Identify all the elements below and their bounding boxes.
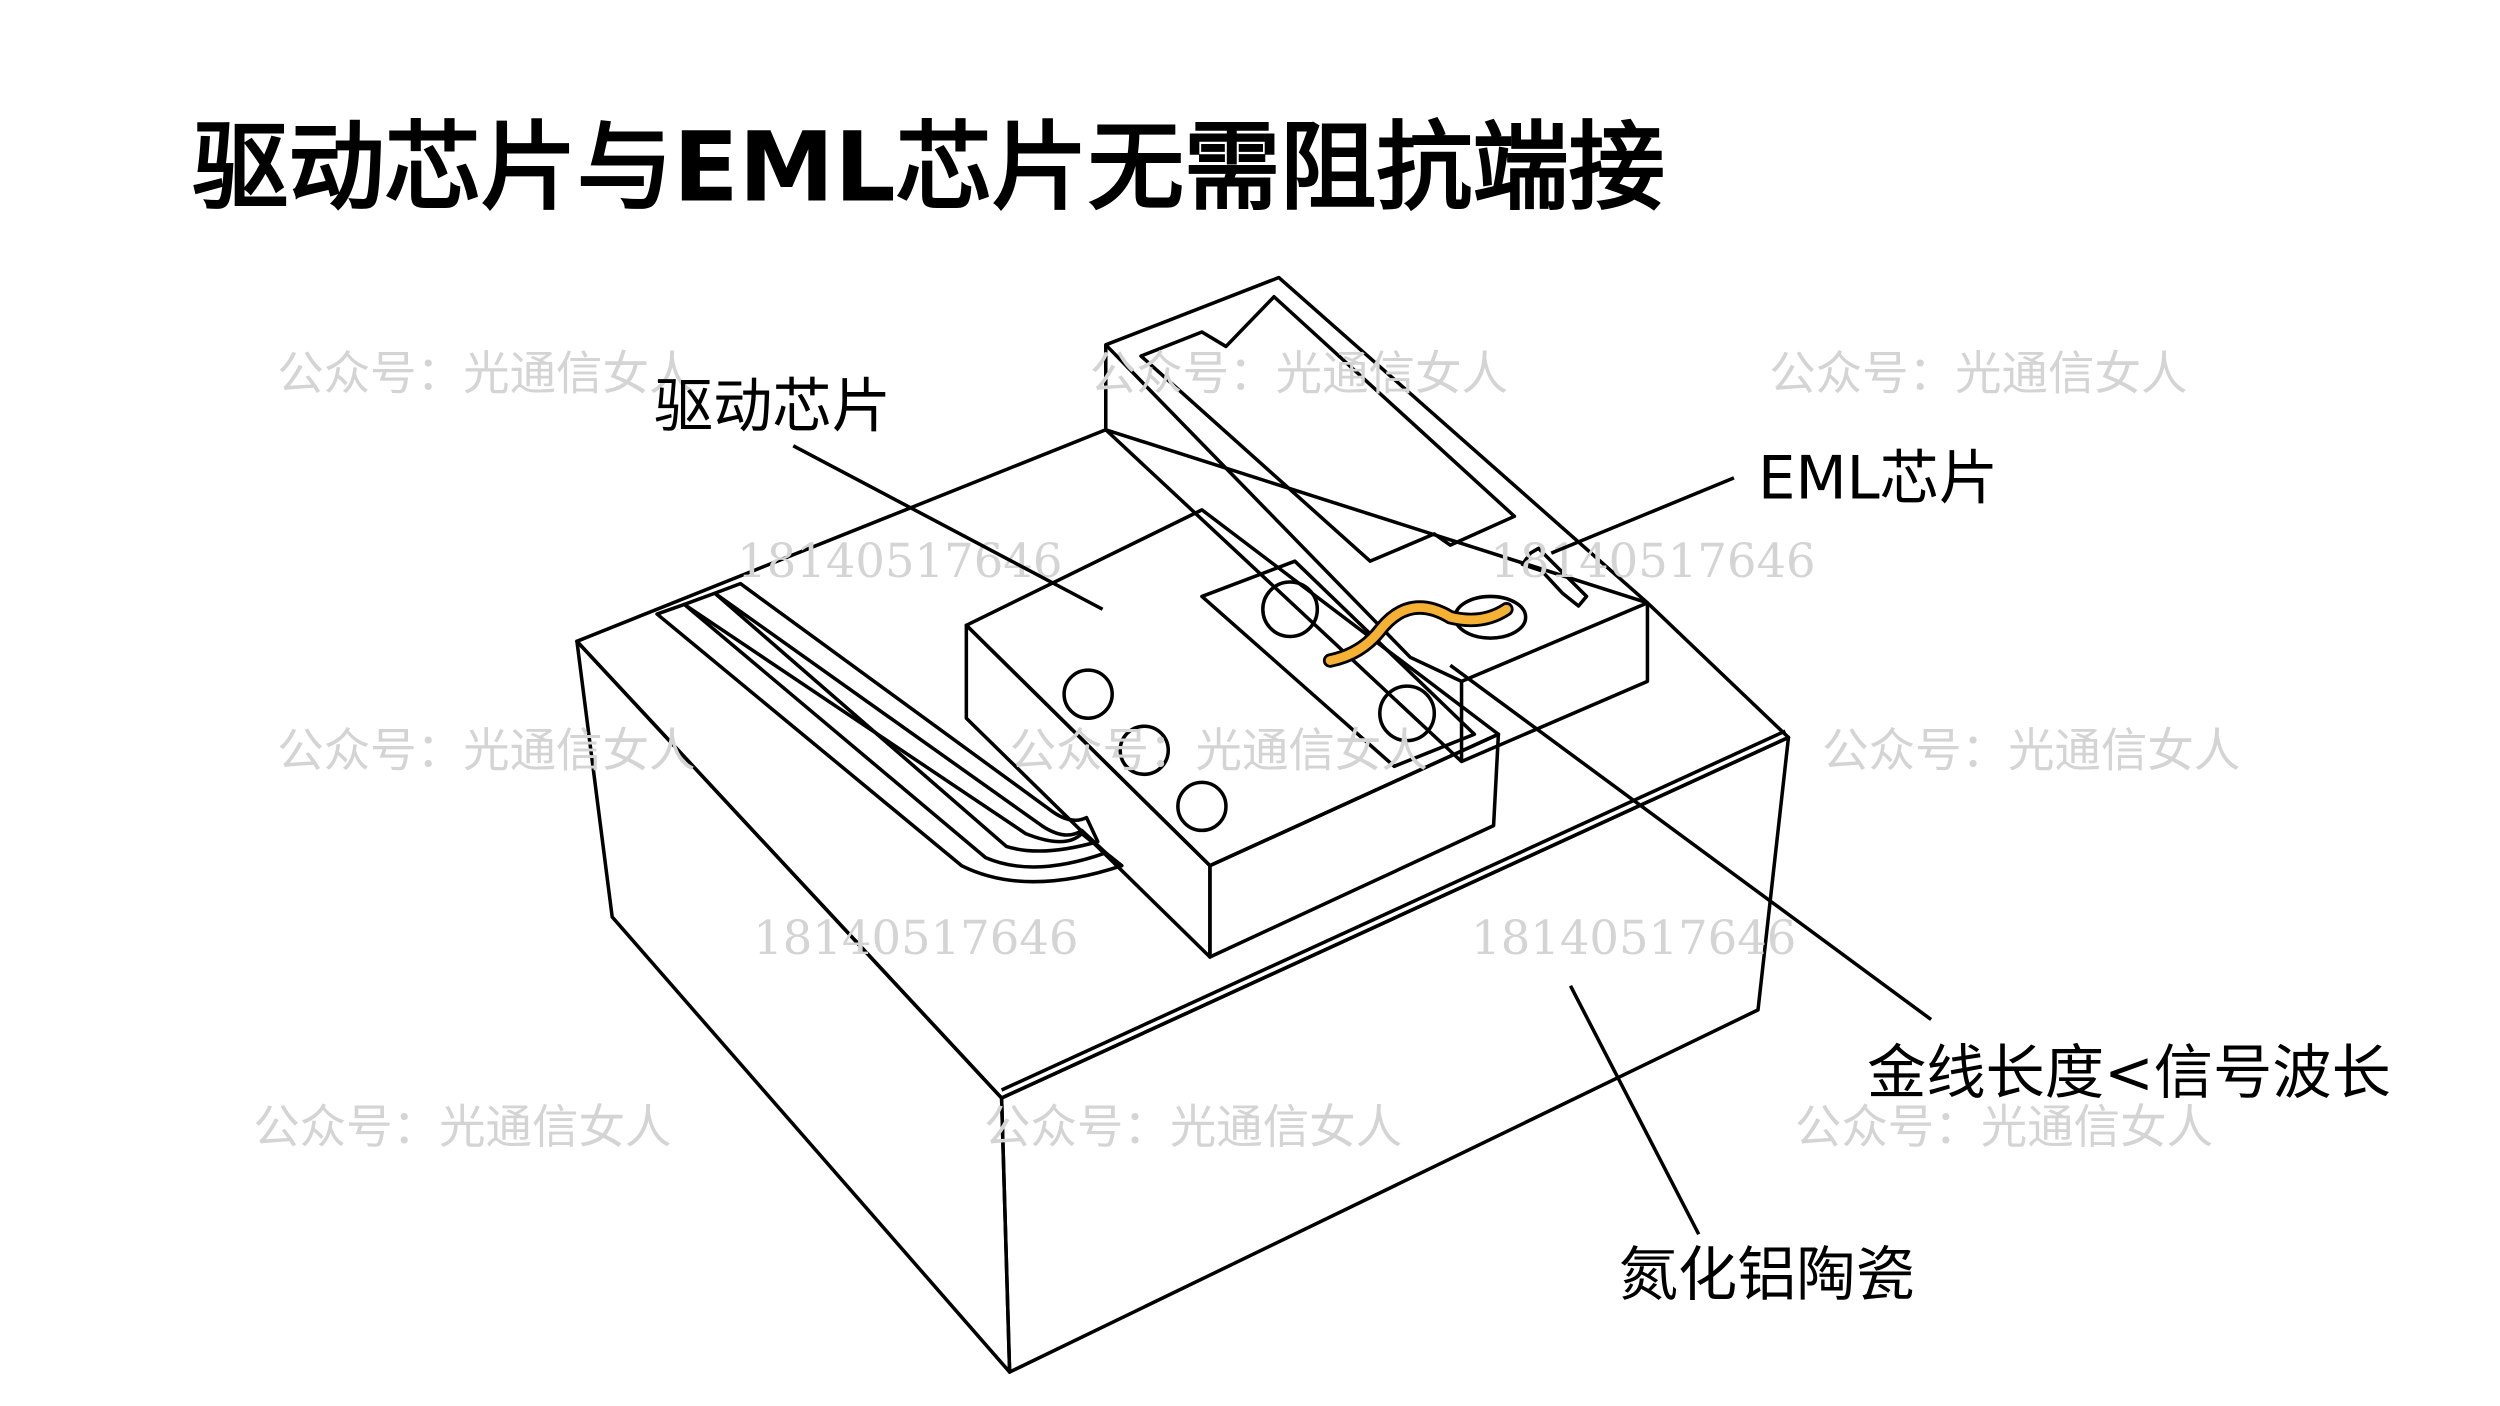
label-gold-wire: 金线长度<信号波长 (1867, 1038, 2391, 1107)
label-aln-ceramic: 氮化铝陶瓷 (1619, 1240, 1915, 1309)
bond-pad (1062, 668, 1114, 720)
watermark: 公众号：光通信女人 (277, 723, 695, 777)
watermark: 18140517646 (753, 911, 1078, 965)
bond-pad (1118, 724, 1171, 777)
eml-chip (1104, 275, 1650, 764)
watermark: 18140517646 (1490, 534, 1815, 588)
watermark: 公众号：光通信女人 (984, 1100, 1402, 1154)
label-eml-chip: EML芯片 (1758, 444, 1998, 513)
watermark: 公众号：光通信女人 (1822, 723, 2240, 777)
aln-ceramic-substrate (575, 428, 1791, 1374)
watermark: 18140517646 (1471, 911, 1796, 965)
leader-lines (792, 444, 1933, 1236)
watermarks: 公众号：光通信女人 公众号：光通信女人 公众号：光通信女人 公众号：光通信女人 … (253, 347, 2240, 1154)
watermark: 公众号：光通信女人 (1795, 1100, 2213, 1154)
bond-pad (1378, 684, 1437, 743)
bond-pad (1261, 580, 1320, 639)
page-title: 驱动芯片与EML芯片无需阻抗端接 (192, 112, 1664, 224)
label-driver-chip: 驱动芯片 (654, 372, 891, 441)
substrate-top-metal (575, 428, 1791, 1100)
driver-chip (964, 508, 1501, 959)
bond-pad (1176, 780, 1228, 833)
watermark: 公众号：光通信女人 (1010, 723, 1428, 777)
watermark: 公众号：光通信女人 (1090, 347, 1508, 401)
watermark: 公众号：光通信女人 (1769, 347, 2187, 401)
watermark: 公众号：光通信女人 (277, 347, 695, 401)
watermark: 公众号：光通信女人 (253, 1100, 671, 1154)
metal-edge (1000, 729, 1786, 1092)
